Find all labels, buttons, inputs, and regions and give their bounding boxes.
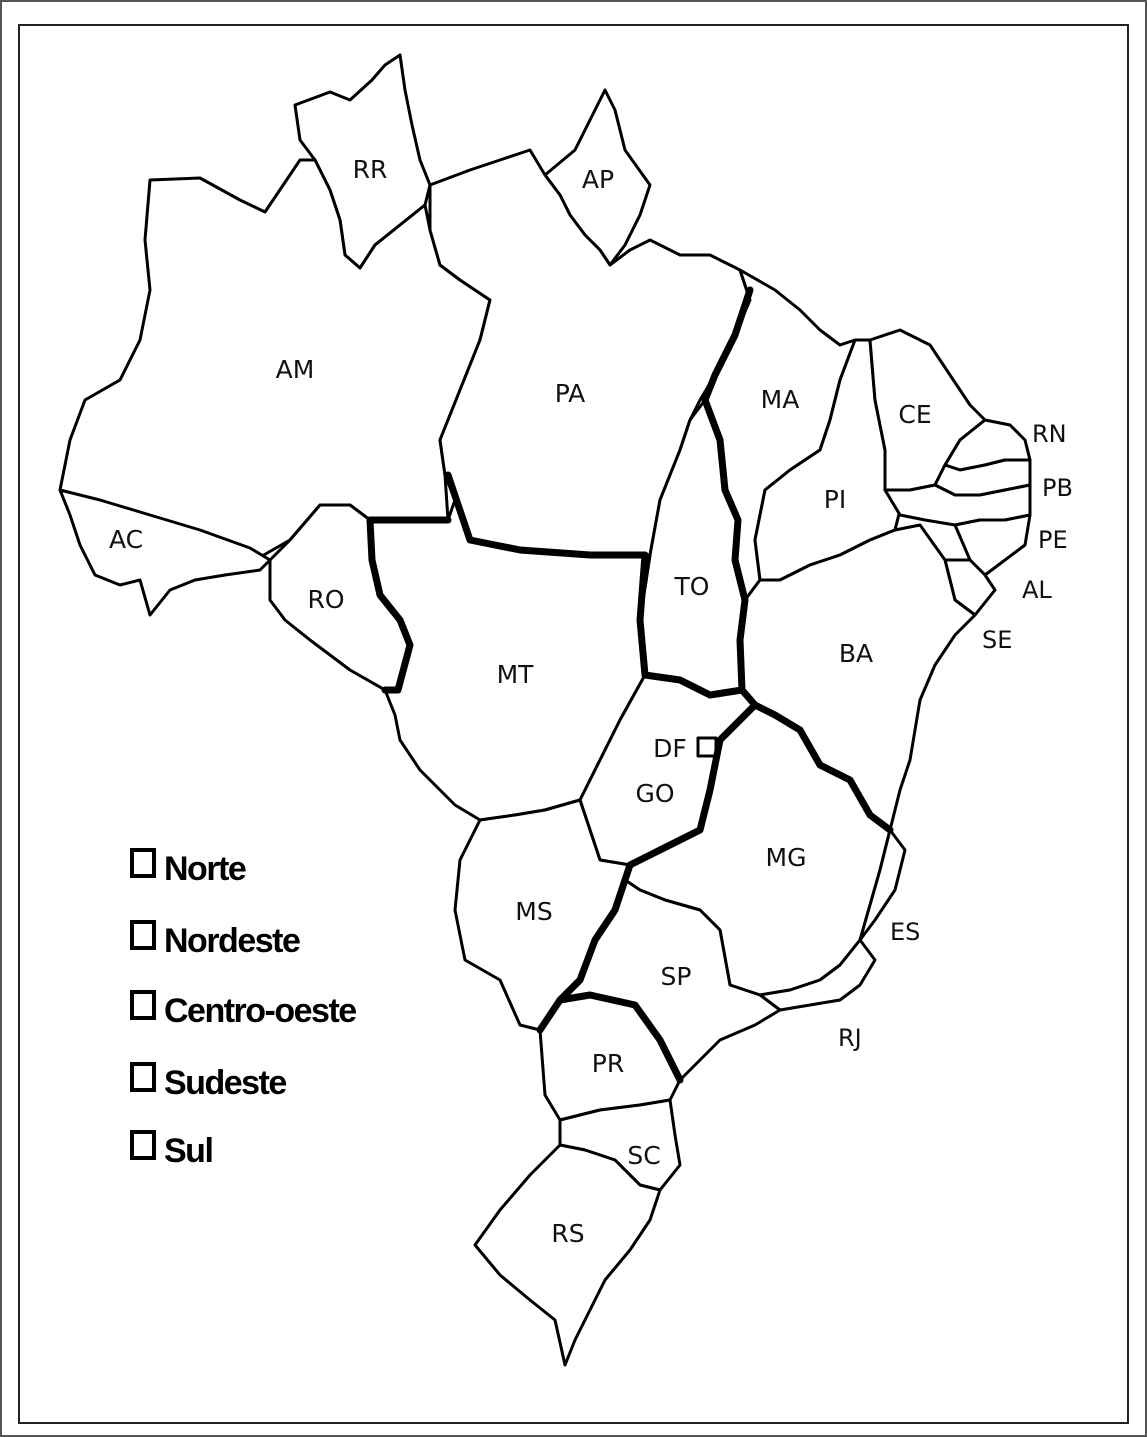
region-boundary-norte-nordeste xyxy=(701,286,754,694)
legend-item-nordeste: Nordeste xyxy=(130,920,301,960)
region-boundary-norte-centro xyxy=(444,471,746,699)
state-label-mg: MG xyxy=(766,843,807,872)
state-shape-df xyxy=(696,736,718,758)
state-label-sc: SC xyxy=(627,1141,660,1170)
state-label-ac: AC xyxy=(109,525,143,554)
region-boundary-se-sul xyxy=(556,991,684,1084)
legend: Norte Nordeste Centro-oeste Sudeste Sul xyxy=(130,848,358,1170)
state-label-sp: SP xyxy=(661,962,692,991)
legend-item-sudeste: Sudeste xyxy=(130,1062,288,1102)
state-label-rj: RJ xyxy=(838,1024,862,1052)
state-shape-rj xyxy=(758,938,877,1012)
state-label-mt: MT xyxy=(497,660,535,689)
state-label-se: SE xyxy=(982,626,1012,654)
state-label-rr: RR xyxy=(353,155,388,184)
region-boundary-co-se xyxy=(536,701,759,1034)
state-shape-ac xyxy=(58,488,272,617)
state-label-to: TO xyxy=(674,572,710,601)
state-label-ba: BA xyxy=(839,639,873,668)
map-inner-border xyxy=(18,24,1129,1424)
state-label-ap: AP xyxy=(582,165,614,194)
legend-item-norte: Norte xyxy=(130,848,247,888)
legend-label-sul: Sul xyxy=(164,1132,212,1170)
state-label-pa: PA xyxy=(555,379,586,408)
state-label-pr: PR xyxy=(592,1049,624,1078)
legend-label-norte: Norte xyxy=(164,850,246,888)
state-label-pe: PE xyxy=(1038,526,1068,554)
state-label-am: AM xyxy=(276,355,315,384)
state-label-df: DF xyxy=(653,734,687,763)
state-label-rn: RN xyxy=(1032,420,1067,448)
state-shape-rs xyxy=(473,1143,662,1367)
state-shape-es xyxy=(858,828,907,942)
legend-label-nordeste: Nordeste xyxy=(164,922,300,960)
state-label-ce: CE xyxy=(898,400,931,429)
state-label-go: GO xyxy=(635,779,674,808)
legend-label-sudeste: Sudeste xyxy=(164,1064,286,1102)
state-label-ro: RO xyxy=(307,585,344,614)
legend-checkbox-sudeste[interactable] xyxy=(130,1062,156,1092)
legend-checkbox-sul[interactable] xyxy=(130,1130,156,1160)
state-label-al: AL xyxy=(1022,576,1052,604)
state-label-ma: MA xyxy=(761,385,800,414)
legend-checkbox-nordeste[interactable] xyxy=(130,920,156,950)
legend-checkbox-norte[interactable] xyxy=(130,848,156,878)
state-label-es: ES xyxy=(890,918,920,946)
state-shape-pe xyxy=(883,483,1032,527)
region-boundary-ro-mt xyxy=(366,516,452,694)
state-label-pb: PB xyxy=(1042,474,1073,502)
state-label-rs: RS xyxy=(551,1219,584,1248)
legend-item-centro-oeste: Centro-oeste xyxy=(130,990,358,1030)
state-label-pi: PI xyxy=(824,485,846,514)
legend-checkbox-centro-oeste[interactable] xyxy=(130,990,156,1020)
legend-label-centro-oeste: Centro-oeste xyxy=(164,992,356,1030)
state-label-ms: MS xyxy=(515,897,552,926)
legend-item-sul: Sul xyxy=(130,1130,214,1170)
region-boundary-ne-se xyxy=(738,686,894,834)
